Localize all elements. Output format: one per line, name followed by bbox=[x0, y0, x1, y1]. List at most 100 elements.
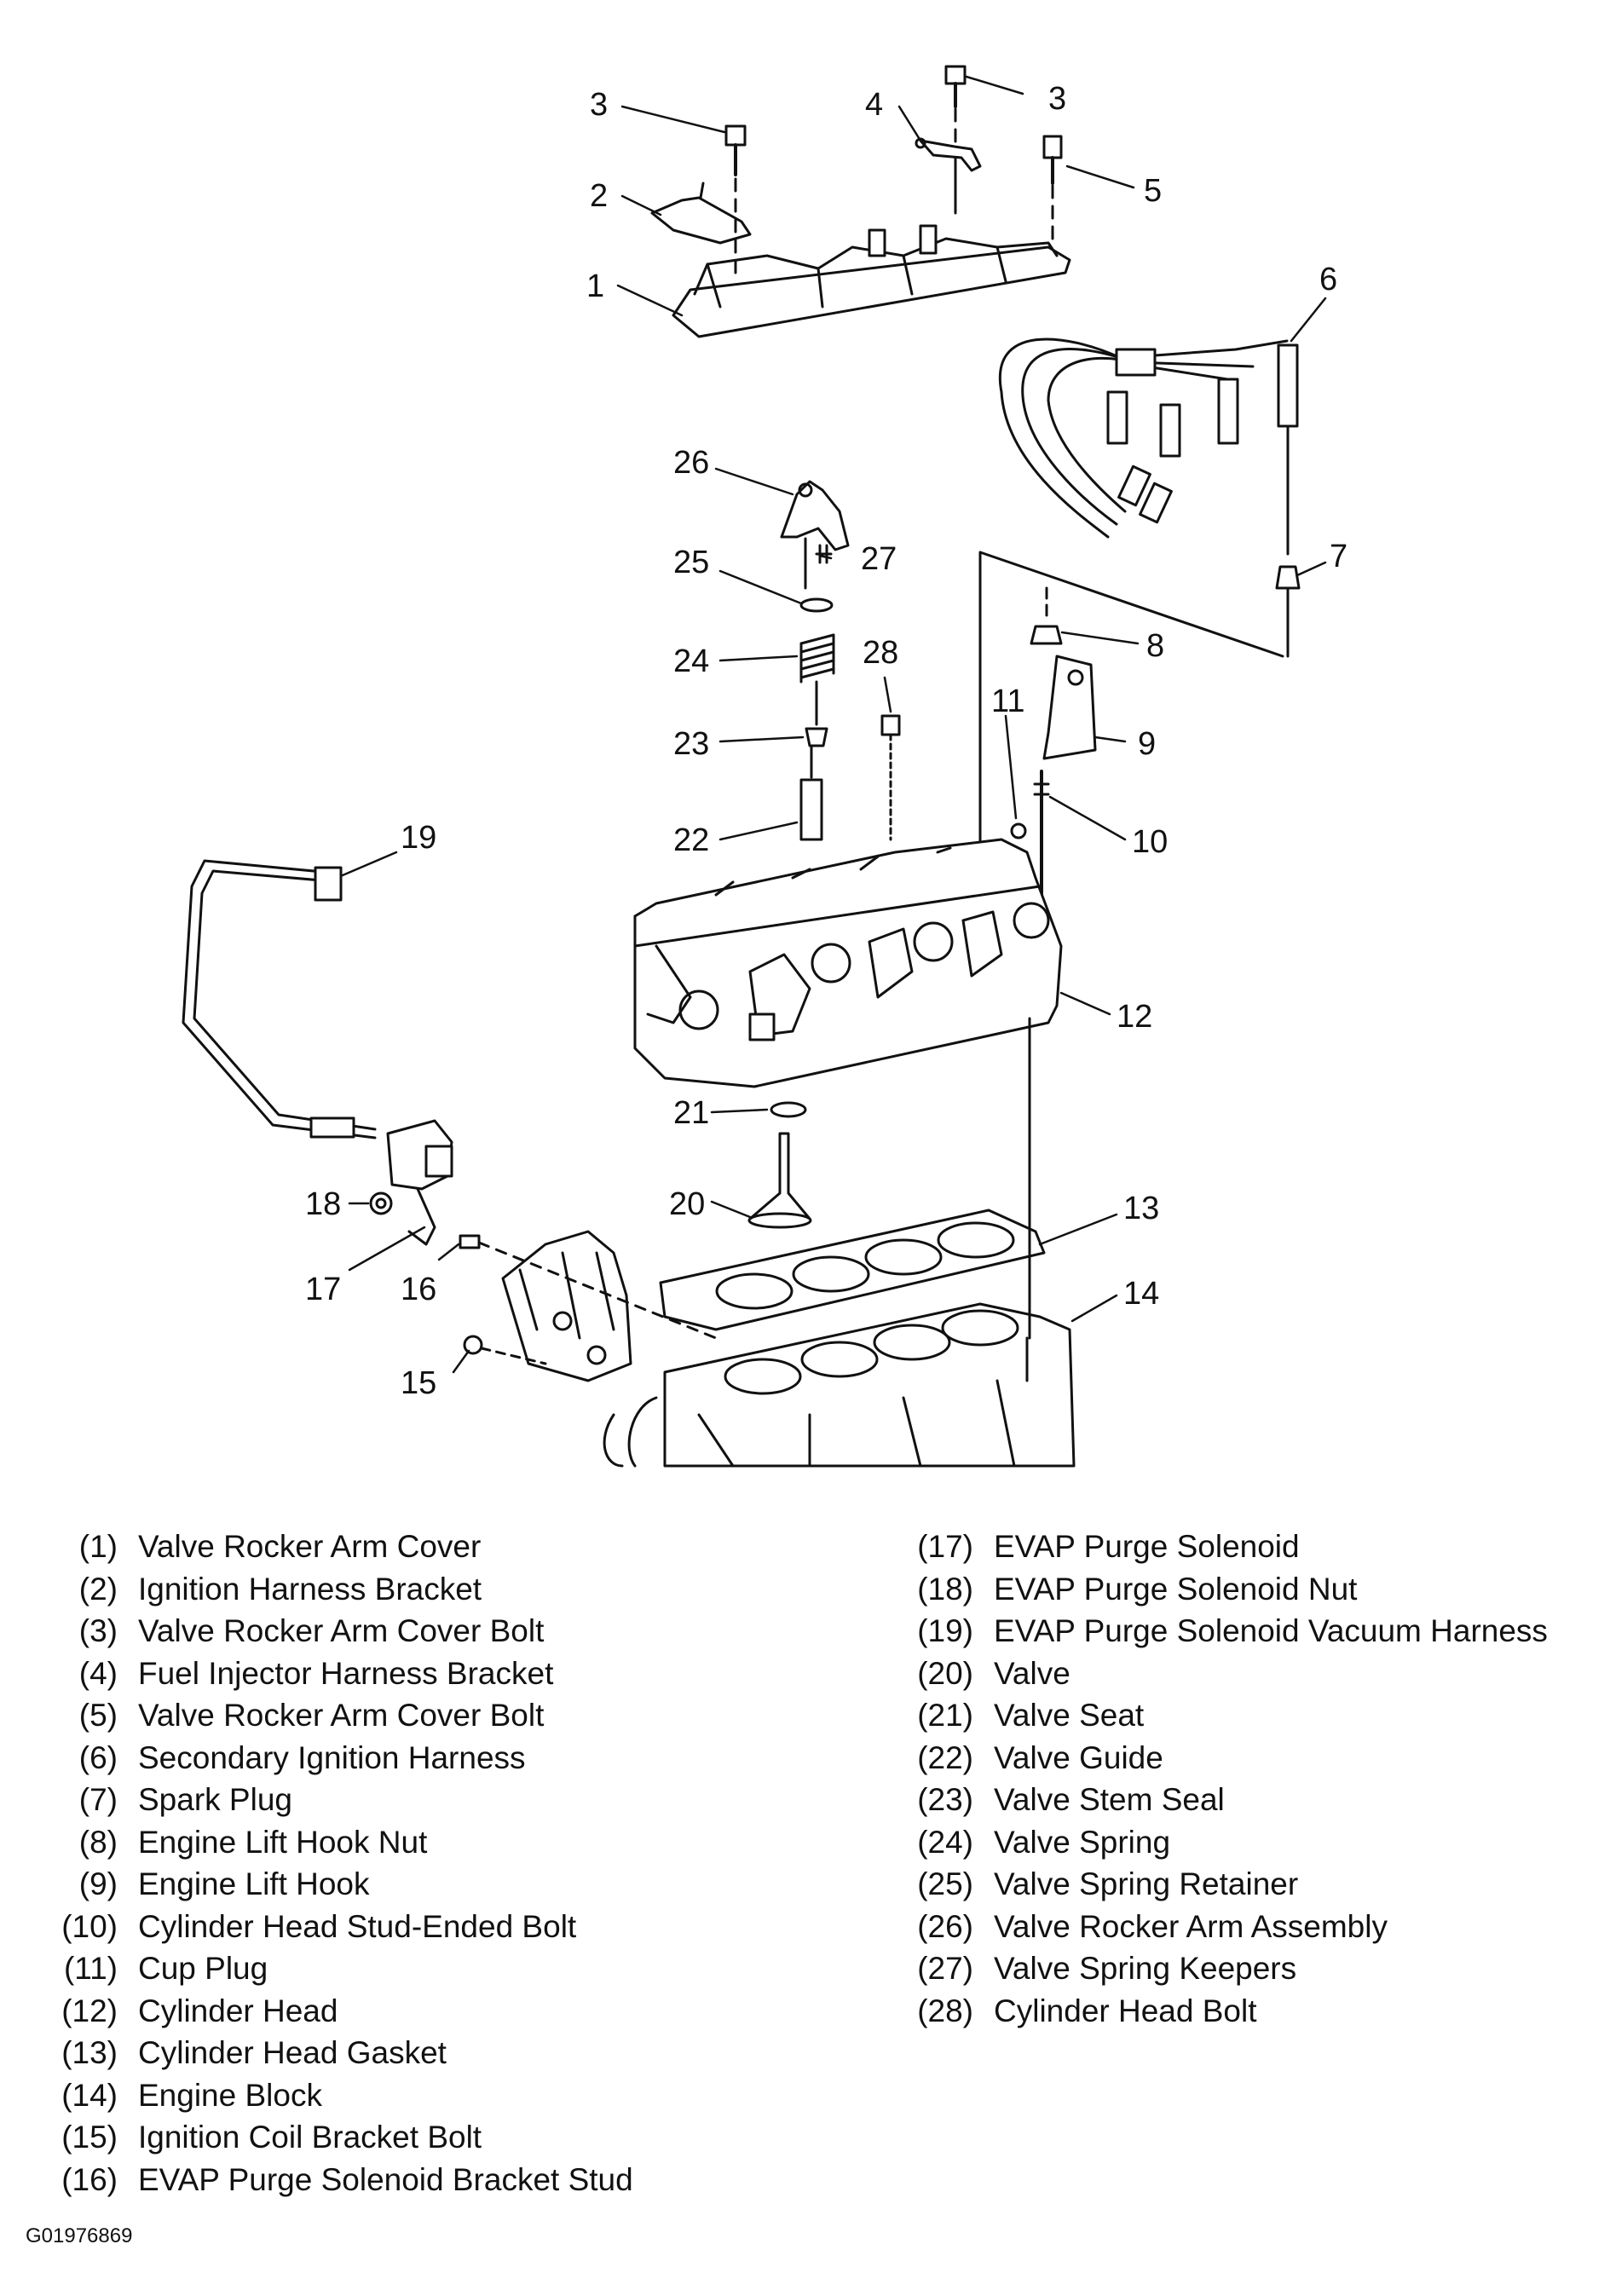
callout-12: 12 bbox=[1117, 999, 1152, 1035]
legend-item: (9)Engine Lift Hook bbox=[49, 1863, 633, 1906]
legend-item: (14)Engine Block bbox=[49, 2074, 633, 2117]
legend-item-number: (23) bbox=[917, 1782, 973, 1817]
legend-item-label: Valve Rocker Arm Cover bbox=[138, 1529, 482, 1564]
valve-spring-keepers bbox=[815, 544, 833, 564]
legend-item-number: (1) bbox=[78, 1529, 118, 1564]
callout-10: 10 bbox=[1132, 824, 1168, 860]
callout-25: 25 bbox=[673, 545, 709, 580]
legend-item: (18)EVAP Purge Solenoid Nut bbox=[905, 1568, 1548, 1611]
legend-item-number: (3) bbox=[78, 1613, 118, 1648]
legend-item: (22)Valve Guide bbox=[905, 1737, 1548, 1780]
legend-item-number: (19) bbox=[917, 1613, 973, 1648]
legend-item: (23) Valve Stem Seal bbox=[905, 1779, 1548, 1821]
legend-item-number: (20) bbox=[917, 1655, 973, 1691]
legend-item-label: Valve Stem Seal bbox=[994, 1782, 1225, 1817]
callout-20: 20 bbox=[669, 1186, 705, 1222]
ignition-harness-bracket bbox=[650, 182, 752, 245]
callout-6: 6 bbox=[1319, 262, 1337, 297]
legend-item: (5)Valve Rocker Arm Cover Bolt bbox=[49, 1694, 633, 1737]
callout-19: 19 bbox=[401, 820, 436, 856]
legend-item-label: Valve Spring Retainer bbox=[994, 1866, 1299, 1901]
legend-item-number: (16) bbox=[61, 2161, 118, 2197]
legend-item-number: (28) bbox=[917, 1993, 973, 2028]
legend-item-label: Cylinder Head Bolt bbox=[994, 1993, 1257, 2028]
cylinder-head-gasket bbox=[659, 1209, 1046, 1331]
valve-stem-seal bbox=[805, 680, 828, 747]
valve-spring-retainer bbox=[799, 597, 834, 613]
valve-spring bbox=[799, 633, 835, 684]
callout-27: 27 bbox=[861, 541, 897, 577]
legend-item: (10) Cylinder Head Stud-Ended Bolt bbox=[49, 1906, 633, 1948]
engine-lift-hook bbox=[1042, 655, 1097, 760]
legend-item: (4)Fuel Injector Harness Bracket bbox=[49, 1653, 633, 1695]
callout-3-right: 3 bbox=[1048, 81, 1066, 117]
legend-item-number: (21) bbox=[917, 1698, 973, 1733]
legend-left-column: (1) Valve Rocker Arm Cover (2) Ignition Har… bbox=[49, 1526, 633, 2201]
legend-item-label: Cup Plug bbox=[138, 1951, 268, 1986]
legend-item-label: Engine Lift Hook Nut bbox=[138, 1824, 428, 1860]
legend-item-number: (5) bbox=[78, 1698, 118, 1733]
spark-plug bbox=[1275, 565, 1301, 658]
callout-14: 14 bbox=[1123, 1276, 1159, 1312]
legend-item: (21) Valve Seat bbox=[905, 1694, 1548, 1737]
legend-item-number: (27) bbox=[917, 1951, 973, 1986]
legend-item-number: (2) bbox=[78, 1571, 118, 1607]
legend-item: (12)Cylinder Head bbox=[49, 1990, 633, 2033]
legend-item: (19) EVAP Purge Solenoid Vacuum Harness bbox=[905, 1610, 1548, 1653]
leader-lines bbox=[341, 75, 1327, 1374]
legend-item: (1) Valve Rocker Arm Cover bbox=[49, 1526, 633, 1568]
legend-item: (20)Valve bbox=[905, 1653, 1548, 1695]
legend-item: (15)Ignition Coil Bracket Bolt bbox=[49, 2116, 633, 2159]
callout-2: 2 bbox=[590, 178, 608, 214]
valve-seat bbox=[770, 1101, 807, 1118]
legend-item: (16) EVAP Purge Solenoid Bracket Stud bbox=[49, 2159, 633, 2201]
legend-item-label: Cylinder Head Stud-Ended Bolt bbox=[138, 1908, 577, 1944]
legend-item: (25) Valve Spring Retainer bbox=[905, 1863, 1548, 1906]
legend-item: (17) EVAP Purge Solenoid bbox=[905, 1526, 1548, 1568]
legend-item-number: (8) bbox=[78, 1824, 118, 1860]
evap-purge-solenoid-bracket-stud bbox=[459, 1234, 718, 1340]
callout-16: 16 bbox=[401, 1272, 436, 1307]
legend-item: (13)Cylinder Head Gasket bbox=[49, 2032, 633, 2074]
legend-item: (28) Cylinder Head Bolt bbox=[905, 1990, 1548, 2033]
ignition-coil-bracket-bolt bbox=[463, 1335, 547, 1365]
cover-bolt-left bbox=[724, 124, 747, 283]
legend-item: (24)Valve Spring bbox=[905, 1821, 1548, 1864]
callout-22: 22 bbox=[673, 822, 709, 858]
callout-24: 24 bbox=[673, 643, 709, 679]
legend-item-label: EVAP Purge Solenoid Nut bbox=[994, 1571, 1358, 1607]
engine-block bbox=[603, 1302, 1076, 1468]
legend-item-label: EVAP Purge Solenoid Vacuum Harness bbox=[994, 1613, 1548, 1648]
fuel-injector-harness-bracket bbox=[915, 137, 982, 215]
legend-item-label: Engine Lift Hook bbox=[138, 1866, 370, 1901]
legend-item-number: (6) bbox=[78, 1739, 118, 1775]
evap-purge-solenoid-vacuum-harness bbox=[182, 859, 377, 1139]
legend-item-label: Ignition Harness Bracket bbox=[138, 1571, 482, 1607]
legend-item: (27) Valve Spring Keepers bbox=[905, 1947, 1548, 1990]
figure-code: G01976869 bbox=[26, 2224, 133, 2247]
legend-item-number: (25) bbox=[917, 1866, 973, 1901]
legend-item-number: (17) bbox=[917, 1529, 973, 1564]
legend-item-number: (7) bbox=[78, 1782, 118, 1817]
legend-item-label: Fuel Injector Harness Bracket bbox=[138, 1655, 554, 1691]
legend-item-label: EVAP Purge Solenoid bbox=[994, 1529, 1300, 1564]
legend-item-number: (13) bbox=[61, 2035, 118, 2070]
legend-item-number: (24) bbox=[917, 1824, 973, 1860]
callout-5: 5 bbox=[1144, 173, 1162, 209]
callout-1: 1 bbox=[586, 268, 604, 304]
callout-4: 4 bbox=[865, 87, 883, 123]
cover-bolt-top bbox=[944, 65, 967, 155]
legend-item-label: Valve Spring Keepers bbox=[994, 1951, 1297, 1986]
legend-item-label: Ignition Coil Bracket Bolt bbox=[138, 2120, 482, 2155]
legend-item-label: EVAP Purge Solenoid Bracket Stud bbox=[138, 2161, 633, 2197]
legend-item-label: Valve Seat bbox=[994, 1698, 1145, 1733]
callout-8: 8 bbox=[1146, 628, 1164, 664]
legend-item: (26)Valve Rocker Arm Assembly bbox=[905, 1906, 1548, 1948]
evap-purge-solenoid-nut bbox=[369, 1191, 393, 1215]
legend-item-number: (22) bbox=[917, 1739, 973, 1775]
legend-item: (2) Ignition Harness Bracket bbox=[49, 1568, 633, 1611]
legend-item-number: (10) bbox=[61, 1908, 118, 1944]
evap-purge-solenoid bbox=[386, 1119, 453, 1246]
legend-item-number: (12) bbox=[61, 1993, 118, 2028]
callout-7: 7 bbox=[1330, 539, 1347, 574]
